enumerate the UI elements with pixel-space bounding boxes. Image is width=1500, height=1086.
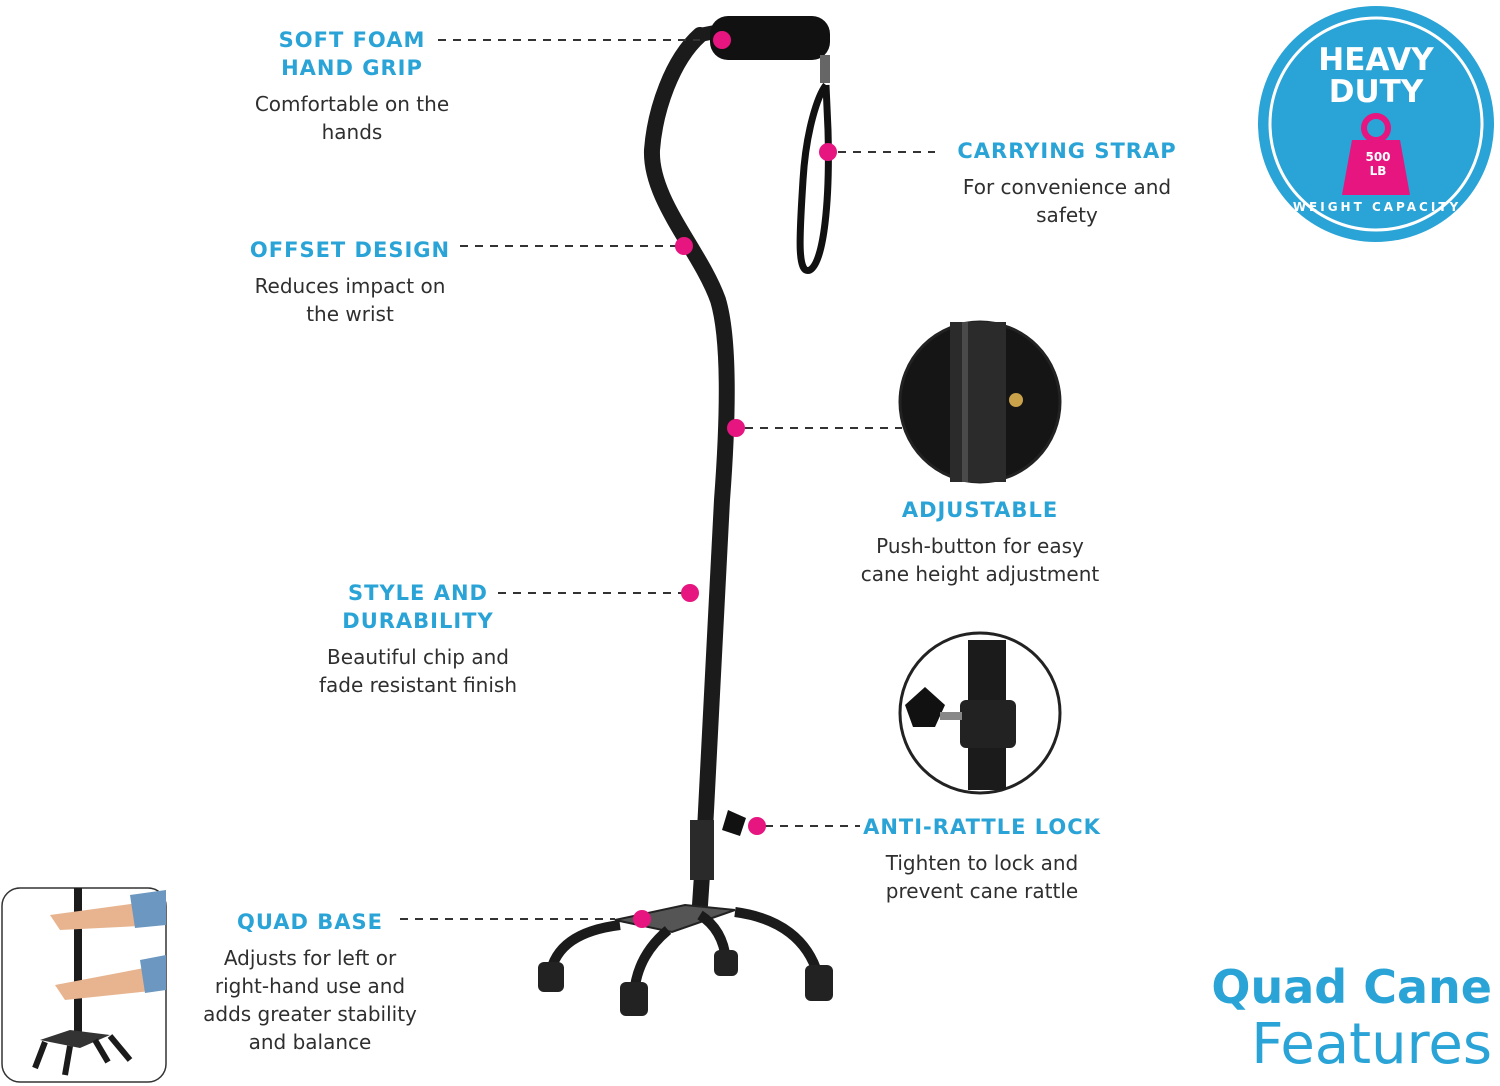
feature-description: Beautiful chip and fade resistant finish: [318, 645, 518, 697]
feature-title: SOFT FOAM HAND GRIP: [278, 28, 426, 80]
rubber-tip-3: [714, 950, 738, 976]
feature-title: STYLE AND DURABILITY: [342, 581, 494, 633]
dot-grip: [713, 31, 731, 49]
cane-shaft: [643, 27, 735, 913]
feature-soft-foam-hand-grip: SOFT FOAM HAND GRIP Comfortable on the h…: [230, 26, 474, 146]
feature-title: CARRYING STRAP: [957, 139, 1177, 163]
badge-weight-text: 500 LB: [1365, 150, 1391, 178]
rubber-tip-4: [805, 965, 833, 1001]
feature-title: OFFSET DESIGN: [249, 238, 451, 262]
page-title-line2: Features: [1251, 1012, 1492, 1077]
heavy-duty-badge: [1258, 6, 1494, 242]
feature-title: QUAD BASE: [237, 910, 383, 934]
feature-style-and-durability: STYLE AND DURABILITY Beautiful chip and …: [288, 579, 548, 699]
feature-adjustable: ADJUSTABLE Push-button for easy cane hei…: [830, 496, 1130, 588]
rubber-tip-1: [538, 962, 564, 992]
adjustable-detail-circle: [898, 320, 1062, 484]
feature-description: Reduces impact on the wrist: [254, 274, 446, 326]
feature-quad-base: QUAD BASE Adjusts for left or right-hand…: [180, 908, 440, 1056]
page-title-line1: Quad Cane: [1211, 960, 1492, 1014]
dot-lock: [748, 817, 766, 835]
dot-strap: [819, 143, 837, 161]
feature-description: Comfortable on the hands: [254, 92, 450, 144]
strap-clip: [820, 55, 830, 83]
feature-description: Push-button for easy cane height adjustm…: [860, 534, 1100, 586]
inset-usage-photo: [1, 887, 167, 1083]
dot-adjust: [727, 419, 745, 437]
feature-title: ADJUSTABLE: [901, 498, 1059, 522]
weight-icon: [1342, 140, 1410, 195]
feature-description: For convenience and safety: [962, 175, 1172, 227]
dot-quad: [633, 910, 651, 928]
feature-anti-rattle-lock: ANTI-RATTLE LOCK Tighten to lock and pre…: [850, 813, 1114, 905]
dot-offset: [675, 237, 693, 255]
dot-style: [681, 584, 699, 602]
feature-carrying-strap: CARRYING STRAP For convenience and safet…: [930, 137, 1204, 229]
lock-detail-circle: [898, 631, 1062, 795]
feature-title: ANTI-RATTLE LOCK: [863, 815, 1101, 839]
lock-collar: [690, 820, 714, 880]
base-leg-4: [734, 907, 823, 977]
feature-description: Adjusts for left or right-hand use and a…: [203, 946, 417, 1054]
badge-capacity-text: WEIGHT CAPACITY: [1292, 200, 1462, 214]
strap-loop: [796, 82, 832, 274]
feature-offset-design: OFFSET DESIGN Reduces impact on the wris…: [215, 236, 485, 328]
badge-heavy-duty-text: HEAVY DUTY: [1318, 42, 1434, 110]
feature-description: Tighten to lock and prevent cane rattle: [885, 851, 1079, 903]
foam-grip: [710, 16, 830, 60]
lock-knob: [722, 810, 746, 836]
rubber-tip-2: [620, 982, 648, 1016]
